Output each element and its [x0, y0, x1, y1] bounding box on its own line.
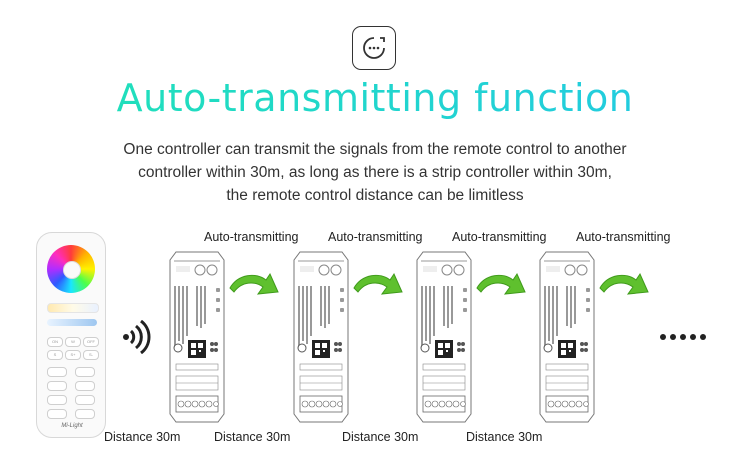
dot [700, 334, 706, 340]
auto-transmitting-label: Auto-transmitting [204, 230, 299, 244]
remote-button: OFF [83, 337, 99, 347]
ellipsis-dots [660, 334, 706, 340]
distance-label: Distance 30m [342, 430, 419, 444]
dot [660, 334, 666, 340]
remote-button: S [47, 350, 63, 360]
brightness-bar [47, 319, 97, 326]
remote-button: ON [47, 337, 63, 347]
remote-button: S- [83, 350, 99, 360]
controller-body [539, 251, 595, 423]
strip-controller [413, 246, 475, 424]
dot [690, 334, 696, 340]
wireless-signal-icon [120, 319, 154, 359]
auto-transmitting-label: Auto-transmitting [576, 230, 671, 244]
remote-button [75, 367, 95, 377]
distance-label: Distance 30m [466, 430, 543, 444]
controller-body [169, 251, 225, 423]
auto-transmitting-label: Auto-transmitting [452, 230, 547, 244]
remote-control: ON W OFF S S+ S- Mi-Light [36, 232, 106, 438]
remote-button [47, 395, 67, 405]
strip-controller [290, 246, 352, 424]
strip-controller [166, 246, 228, 424]
dot [680, 334, 686, 340]
transmit-arrow-icon [598, 266, 652, 307]
remote-button [75, 395, 95, 405]
remote-button [75, 381, 95, 391]
transmit-arrow-icon [228, 266, 282, 307]
remote-brand: Mi-Light [61, 423, 83, 429]
remote-button [47, 367, 67, 377]
strip-controller [536, 246, 598, 424]
remote-button [47, 381, 67, 391]
auto-transmitting-label: Auto-transmitting [328, 230, 423, 244]
dot [670, 334, 676, 340]
page-title: Auto-transmitting function [0, 76, 750, 120]
controller-body [416, 251, 472, 423]
remote-button: W [65, 337, 81, 347]
transmit-arrow-icon [475, 266, 529, 307]
remote-button: S+ [65, 350, 81, 360]
remote-button [75, 409, 95, 419]
description-line: One controller can transmit the signals … [123, 141, 627, 158]
distance-label: Distance 30m [104, 430, 181, 444]
refresh-chat-icon [352, 26, 396, 70]
description-line: the remote control distance can be limit… [226, 187, 524, 204]
description: One controller can transmit the signals … [60, 138, 690, 207]
remote-button [47, 409, 67, 419]
description-line: controller within 30m, as long as there … [138, 164, 612, 181]
color-wheel [47, 245, 95, 293]
distance-label: Distance 30m [214, 430, 291, 444]
white-temperature-bar [47, 303, 99, 313]
transmit-arrow-icon [352, 266, 406, 307]
controller-body [293, 251, 349, 423]
